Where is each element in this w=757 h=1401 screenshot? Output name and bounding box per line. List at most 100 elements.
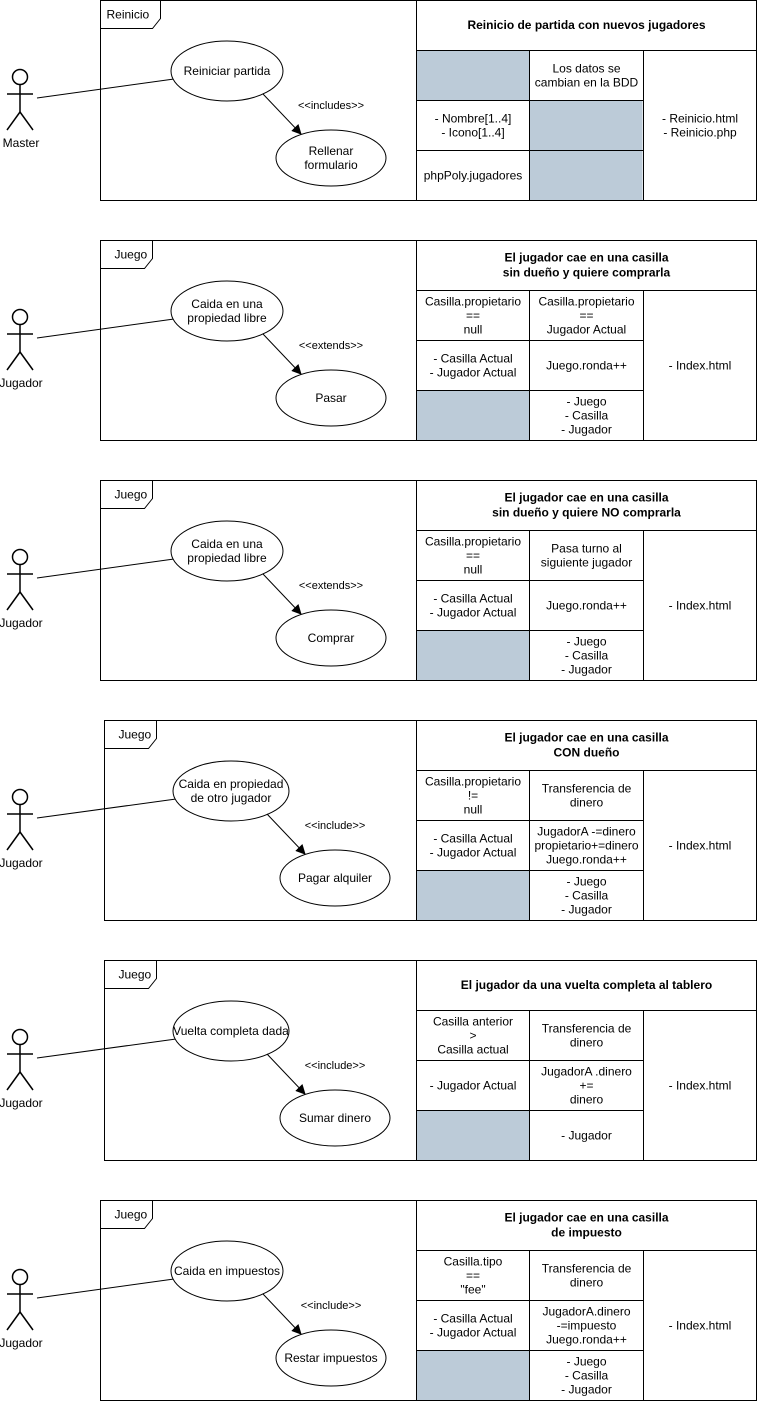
sub-use-case-label: Pasar	[315, 391, 346, 405]
sub-use-case-label: Comprar	[308, 631, 355, 645]
table-cell: Casilla.propietario==Jugador Actual	[538, 295, 634, 337]
relation-label: <<extends>>	[299, 580, 363, 592]
empty-cell	[529, 150, 643, 201]
actor-icon	[6, 788, 34, 851]
actor-label: Master	[3, 136, 40, 150]
relation-arrow	[266, 813, 306, 855]
sub-use-case	[279, 849, 391, 907]
sub-use-case	[275, 1329, 387, 1387]
empty-cell	[416, 390, 530, 441]
frame-label-tab	[100, 1200, 153, 1229]
table-cell: - Juego- Casilla- Jugador	[561, 1355, 612, 1397]
main-use-case	[170, 520, 284, 582]
main-use-case	[170, 40, 284, 102]
table-title: Reinicio de partida con nuevos jugadores	[467, 18, 705, 32]
relation-arrow	[262, 573, 302, 615]
main-use-case-label: Reiniciar partida	[184, 64, 271, 78]
main-use-case	[172, 1000, 290, 1062]
association-line	[36, 558, 175, 579]
relation-label: <<include>>	[305, 820, 366, 832]
actor-label: Jugador	[0, 1336, 43, 1350]
frame-label: Juego	[119, 728, 152, 742]
main-use-case	[170, 280, 284, 342]
relation-arrow	[262, 1293, 302, 1335]
table-cell: JugadorA .dinero+=dinero	[541, 1065, 632, 1107]
sub-use-case-label: Pagar alquiler	[298, 871, 372, 885]
association-line	[36, 798, 177, 819]
main-use-case	[172, 760, 290, 822]
relation-label: <<includes>>	[298, 100, 364, 112]
main-use-case-label: Vuelta completa dada	[173, 1024, 289, 1038]
actor-icon	[6, 308, 34, 371]
table-title: El jugador da una vuelta completa al tab…	[461, 978, 712, 992]
relation-label: <<extends>>	[299, 340, 363, 352]
relation-arrow	[262, 333, 302, 375]
table-cell: - Juego- Casilla- Jugador	[561, 635, 612, 677]
relation-label: <<include>>	[301, 1300, 362, 1312]
sub-use-case	[275, 369, 387, 427]
table-files: - Index.html	[669, 599, 732, 613]
table-cell: - Casilla Actual- Jugador Actual	[430, 352, 517, 380]
association-line	[36, 78, 175, 99]
association-line	[36, 318, 175, 339]
empty-cell	[416, 630, 530, 681]
frame-label: Juego	[115, 1208, 148, 1222]
actor-label: Jugador	[0, 856, 43, 870]
table-cell: - Casilla Actual- Jugador Actual	[430, 1312, 517, 1340]
table-cell: - Juego- Casilla- Jugador	[561, 395, 612, 437]
empty-cell	[416, 870, 530, 921]
actor-icon	[6, 1028, 34, 1091]
actor-icon	[6, 1268, 34, 1331]
relation-label: <<include>>	[305, 1060, 366, 1072]
table-files: - Index.html	[669, 1319, 732, 1333]
main-use-case-label: Caida en impuestos	[174, 1264, 280, 1278]
relation-arrow	[262, 93, 302, 135]
frame-label: Reinicio	[107, 8, 150, 22]
empty-cell	[416, 1350, 530, 1401]
frame-label: Juego	[115, 248, 148, 262]
table-files: - Reinicio.html- Reinicio.php	[662, 112, 738, 140]
table-cell: phpPoly.jugadores	[424, 169, 523, 183]
association-line	[36, 1038, 177, 1059]
frame-label-tab	[100, 240, 153, 269]
table-cell: Juego.ronda++	[546, 599, 627, 613]
table-cell: Casilla.propietario==null	[425, 535, 521, 577]
frame-label: Juego	[115, 488, 148, 502]
frame-label-tab	[100, 480, 153, 509]
frame-label-tab	[100, 0, 161, 29]
frame-label-tab	[104, 960, 157, 989]
table-cell: - Nombre[1..4]- Icono[1..4]	[435, 112, 512, 140]
frame-label: Juego	[119, 968, 152, 982]
actor-label: Jugador	[0, 376, 43, 390]
empty-cell	[529, 100, 643, 151]
sub-use-case-label: Sumar dinero	[299, 1111, 371, 1125]
sub-use-case-label: Restar impuestos	[284, 1351, 377, 1365]
table-cell: - Casilla Actual- Jugador Actual	[430, 592, 517, 620]
empty-cell	[416, 1110, 530, 1161]
table-cell: Casilla.propietario!=null	[425, 775, 521, 817]
frame-label-tab	[104, 720, 157, 749]
table-cell: - Jugador Actual	[430, 1079, 517, 1093]
table-cell: - Jugador	[561, 1129, 612, 1143]
table-cell: - Casilla Actual- Jugador Actual	[430, 832, 517, 860]
table-cell: - Juego- Casilla- Jugador	[561, 875, 612, 917]
association-line	[36, 1278, 175, 1299]
table-files: - Index.html	[669, 839, 732, 853]
empty-cell	[416, 50, 530, 101]
